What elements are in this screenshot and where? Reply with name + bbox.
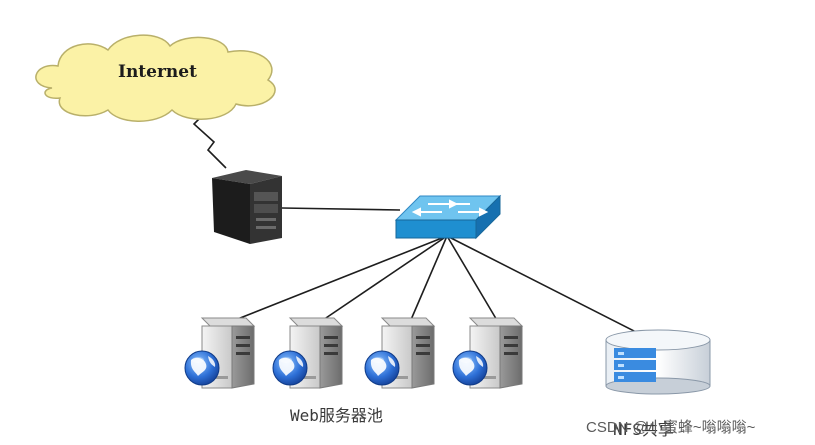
- cloud-icon: [35, 34, 276, 122]
- switch-nfs-link: [446, 235, 641, 335]
- switch-web3-link: [409, 235, 448, 323]
- switch-web4-link: [446, 235, 499, 323]
- web-server-icon: [364, 317, 435, 389]
- web-server-pool-label: Web服务器池: [290, 406, 383, 425]
- web-server-icon: [452, 317, 523, 389]
- watermark-text: CSDN @小蜜蜂~嗡嗡嗡~: [586, 419, 756, 436]
- nfs-share-label: NFS共享: [613, 420, 674, 439]
- gateway-switch-link: [281, 207, 401, 211]
- network-switch-icon: [394, 194, 502, 240]
- switch-web2-link: [319, 235, 448, 323]
- web-server-icon: [184, 317, 255, 389]
- switch-web1-link: [229, 235, 448, 323]
- internet-label: Internet: [118, 62, 197, 82]
- gateway-server-icon: [212, 170, 282, 244]
- connections: [177, 99, 641, 335]
- storage-disk-icon: [605, 329, 711, 395]
- web-server-icon: [272, 317, 343, 389]
